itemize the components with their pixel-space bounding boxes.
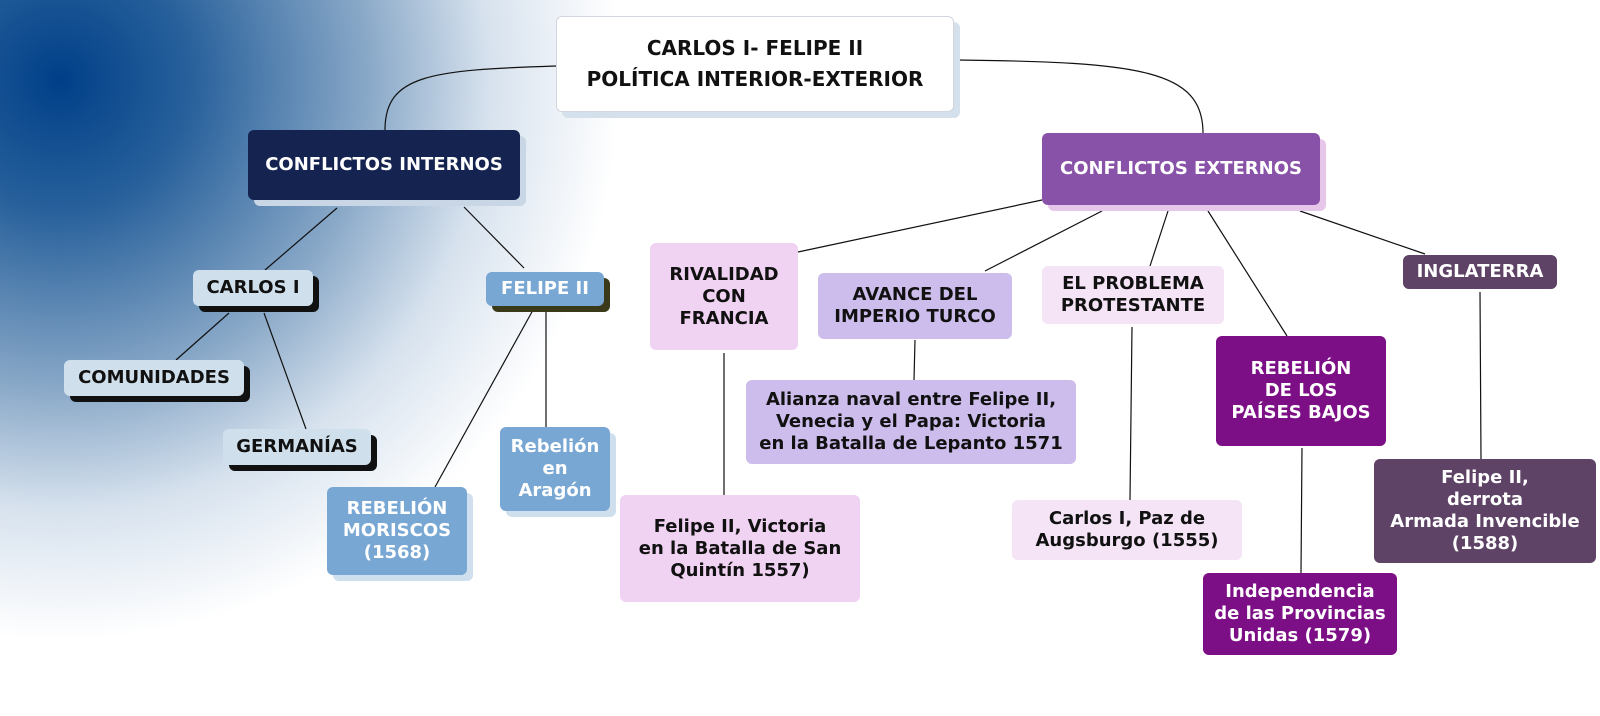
problema-protestante-node: EL PROBLEMA PROTESTANTE (1042, 266, 1224, 324)
connector-turco-result (913, 339, 916, 381)
connector-internos-felipe (463, 206, 525, 269)
connector-externos-inglaterra (1299, 210, 1426, 255)
comunidades-node: COMUNIDADES (64, 360, 244, 396)
rebelion-moriscos-label: REBELIÓN MORISCOS (1568) (342, 498, 452, 563)
provincias-unidas-label: Independencia de las Provincias Unidas (… (1214, 581, 1386, 646)
connector-externos-francia (797, 199, 1043, 253)
provincias-unidas-node: Independencia de las Provincias Unidas (… (1203, 573, 1397, 655)
germanias-node: GERMANÍAS (223, 429, 371, 465)
connector-carlos-comunidades (175, 312, 230, 361)
connector-paises-result (1300, 447, 1303, 574)
lepanto-node: Alianza naval entre Felipe II, Venecia y… (746, 380, 1076, 464)
augsburgo-label: Carlos I, Paz de Augsburgo (1555) (1035, 508, 1219, 551)
conflictos-internos-node: CONFLICTOS INTERNOS (248, 130, 520, 200)
connector-externos-protestante (1149, 210, 1169, 267)
connector-protestante-result (1129, 326, 1133, 501)
root-title-text: CARLOS I- FELIPE II POLÍTICA INTERIOR-EX… (586, 36, 924, 91)
rebelion-moriscos-node: REBELIÓN MORISCOS (1568) (327, 487, 467, 575)
connector-inglaterra-result (1479, 291, 1482, 460)
comunidades-label: COMUNIDADES (78, 367, 230, 388)
inglaterra-label: INGLATERRA (1416, 261, 1544, 282)
connector-internos-carlos (264, 207, 338, 271)
carlos-i-node: CARLOS I (193, 270, 313, 306)
germanias-label: GERMANÍAS (236, 436, 358, 457)
connector-root-externos (956, 59, 1204, 134)
augsburgo-node: Carlos I, Paz de Augsburgo (1555) (1012, 500, 1242, 560)
imperio-turco-node: AVANCE DEL IMPERIO TURCO (818, 273, 1012, 339)
san-quintin-node: Felipe II, Victoria en la Batalla de San… (620, 495, 860, 602)
imperio-turco-label: AVANCE DEL IMPERIO TURCO (834, 284, 996, 327)
inglaterra-node: INGLATERRA (1403, 255, 1557, 289)
rebelion-aragon-label: Rebelión en Aragón (510, 436, 600, 501)
lepanto-label: Alianza naval entre Felipe II, Venecia y… (759, 389, 1063, 454)
rivalidad-francia-label: RIVALIDAD CON FRANCIA (669, 263, 779, 329)
armada-invencible-label: Felipe II, derrota Armada Invencible (15… (1390, 467, 1580, 554)
connector-carlos-germanias (263, 312, 307, 430)
root-title: CARLOS I- FELIPE II POLÍTICA INTERIOR-EX… (556, 16, 954, 112)
felipe-ii-label: FELIPE II (501, 278, 589, 299)
paises-bajos-node: REBELIÓN DE LOS PAÍSES BAJOS (1216, 336, 1386, 446)
conflictos-externos-label: CONFLICTOS EXTERNOS (1060, 158, 1302, 179)
felipe-ii-node: FELIPE II (486, 272, 604, 306)
connector-externos-paises (1207, 210, 1288, 337)
problema-protestante-label: EL PROBLEMA PROTESTANTE (1060, 273, 1206, 316)
san-quintin-label: Felipe II, Victoria en la Batalla de San… (638, 515, 842, 581)
conflictos-internos-label: CONFLICTOS INTERNOS (265, 154, 503, 175)
rebelion-aragon-node: Rebelión en Aragón (500, 427, 610, 511)
carlos-i-label: CARLOS I (206, 277, 300, 298)
connector-externos-turco (984, 210, 1103, 272)
conflictos-externos-node: CONFLICTOS EXTERNOS (1042, 133, 1320, 205)
connector-felipe-moriscos (434, 309, 534, 488)
rivalidad-francia-node: RIVALIDAD CON FRANCIA (650, 243, 798, 350)
connector-root-internos (384, 65, 557, 131)
paises-bajos-label: REBELIÓN DE LOS PAÍSES BAJOS (1231, 358, 1371, 423)
armada-invencible-node: Felipe II, derrota Armada Invencible (15… (1374, 459, 1596, 563)
